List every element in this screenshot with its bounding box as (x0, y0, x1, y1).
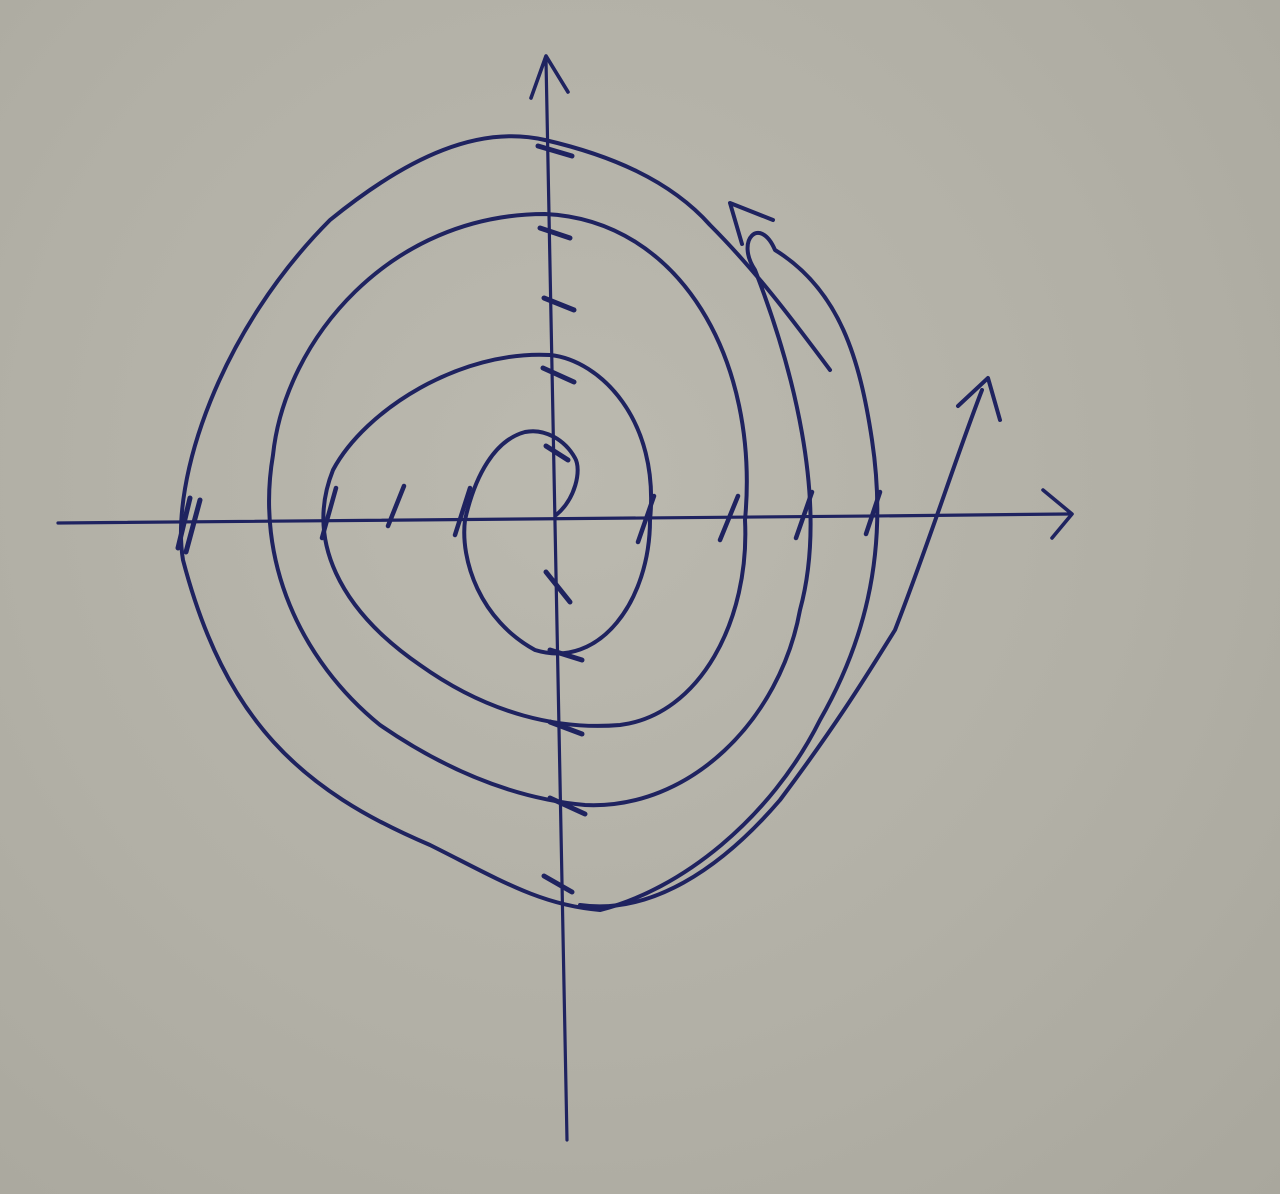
spiral-curve (178, 134, 880, 912)
y-axis-ticks (535, 143, 588, 895)
x-tick (635, 493, 657, 545)
spiral (178, 134, 1002, 912)
x-tick (452, 485, 473, 538)
x-axis-arrowhead (1041, 488, 1074, 540)
x-tick (793, 489, 815, 541)
y-tick (547, 647, 585, 663)
spiral-arrowhead-outer (956, 376, 1002, 422)
y-axis (544, 58, 569, 1142)
spiral-outer-tail (578, 388, 984, 909)
x-axis-ticks (175, 483, 883, 555)
x-tick (385, 483, 407, 529)
spiral-arrowhead-upper (728, 201, 775, 246)
x-tick (863, 489, 883, 537)
y-tick (535, 143, 575, 159)
y-tick (537, 225, 573, 241)
y-tick (543, 443, 571, 463)
y-tick (547, 795, 588, 817)
y-axis-arrowhead (529, 54, 570, 100)
y-tick (543, 569, 573, 605)
axes (56, 54, 1074, 1142)
y-tick (541, 873, 575, 895)
y-tick (541, 295, 577, 313)
x-tick (319, 485, 339, 541)
y-tick (547, 719, 585, 737)
x-tick (183, 497, 203, 555)
x-axis (56, 512, 1070, 525)
y-tick (540, 365, 577, 385)
x-tick (175, 495, 193, 551)
x-tick (717, 493, 741, 543)
